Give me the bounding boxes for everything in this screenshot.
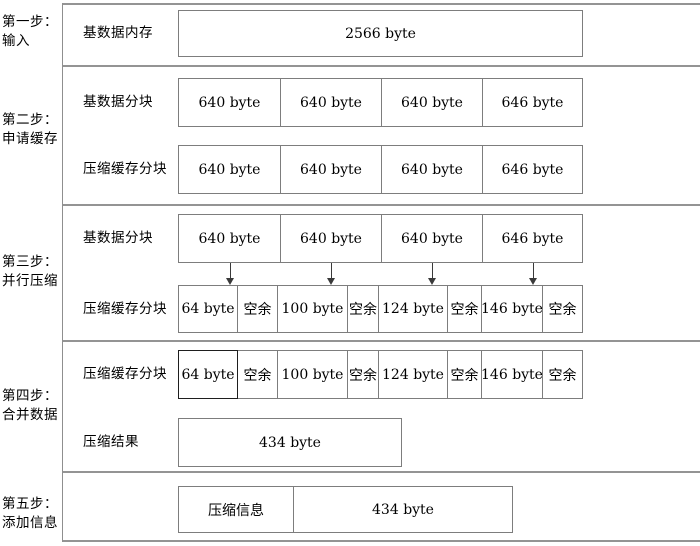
free-space-cell: 空余 [237,351,277,398]
free-space-cell: 空余 [237,286,277,332]
down-arrow-icon [428,263,437,285]
step4-label-line2: 合并数据 [2,406,58,423]
result-size-cell: 434 byte [259,434,321,451]
data-block-cell: 640 byte [381,146,482,193]
memory-size-cell: 2566 byte [345,25,416,42]
data-block-cell: 124 byte [378,351,447,398]
step1-label-line1: 第一步： [2,14,58,30]
data-block-cell: 646 byte [482,146,582,193]
data-block-cell: 64 byte [181,301,235,317]
divider [62,471,700,473]
step3-label: 第三步： 并行压缩 [2,253,58,290]
base-blocks-box: 640 byte 640 byte 640 byte 646 byte [178,214,583,263]
row-label-base-blocks: 基数据分块 [83,94,153,110]
step1-label-line2: 输入 [2,32,30,49]
divider [62,65,700,67]
divider [62,340,700,342]
row-label-compressed-buffer: 压缩缓存分块 [83,366,167,382]
data-block-cell: 640 byte [381,79,482,126]
step2-label-line2: 申请缓存 [2,130,58,147]
row-label-result: 压缩结果 [83,434,139,450]
data-block-cell: 640 byte [280,146,381,193]
merge-buffer-box: 64 byte 空余 100 byte 空余 124 byte 空余 146 b… [178,350,583,399]
step5-label: 第五步： 添加信息 [2,495,58,532]
divider [62,3,700,5]
down-arrow-icon [327,263,336,285]
step2-label: 第二步： 申请缓存 [2,111,58,148]
down-arrow-icon [226,263,235,285]
divider [62,204,700,206]
row-label-buffer-blocks: 压缩缓存分块 [83,161,167,177]
data-block-cell: 646 byte [482,79,582,126]
result-box: 434 byte [178,418,402,467]
base-blocks-box: 640 byte 640 byte 640 byte 646 byte [178,78,583,127]
step4-label: 第四步： 合并数据 [2,387,58,424]
divider [62,540,700,542]
base-memory-box: 2566 byte [178,10,583,57]
free-space-cell: 空余 [447,286,481,332]
row-label-base-blocks: 基数据分块 [83,230,153,246]
data-block-cell: 640 byte [198,230,261,247]
final-output-box: 压缩信息 434 byte [178,486,513,533]
data-block-cell: 64 byte [178,350,238,399]
step3-label-line1: 第三步： [2,254,58,270]
compression-info-cell: 压缩信息 [208,502,264,519]
free-space-cell: 空余 [447,351,481,398]
step4-label-line1: 第四步： [2,388,58,404]
row-label-compressed-buffer: 压缩缓存分块 [83,301,167,317]
free-space-cell: 空余 [347,351,378,398]
down-arrow-icon [529,263,538,285]
free-space-cell: 空余 [542,351,582,398]
data-block-cell: 640 byte [198,94,261,111]
data-block-cell: 640 byte [198,161,261,178]
data-block-cell: 640 byte [381,215,482,262]
data-block-cell: 124 byte [378,286,447,332]
data-block-cell: 640 byte [280,79,381,126]
step5-label-line2: 添加信息 [2,514,58,531]
step-separator-line [62,3,63,542]
data-block-cell: 146 byte [481,286,542,332]
free-space-cell: 空余 [542,286,582,332]
data-block-cell: 640 byte [280,215,381,262]
free-space-cell: 空余 [347,286,378,332]
step2-label-line1: 第二步： [2,112,58,128]
step3-label-line2: 并行压缩 [2,272,58,289]
data-block-cell: 100 byte [277,286,347,332]
compressed-buffer-box: 64 byte 空余 100 byte 空余 124 byte 空余 146 b… [178,285,583,333]
data-block-cell: 646 byte [482,215,582,262]
result-size-cell: 434 byte [293,487,512,532]
buffer-blocks-box: 640 byte 640 byte 640 byte 646 byte [178,145,583,194]
data-block-cell: 146 byte [481,351,542,398]
step5-label-line1: 第五步： [2,496,58,512]
row-label-base-memory: 基数据内存 [83,25,153,41]
step1-label: 第一步： 输入 [2,13,58,50]
data-block-cell: 100 byte [277,351,347,398]
